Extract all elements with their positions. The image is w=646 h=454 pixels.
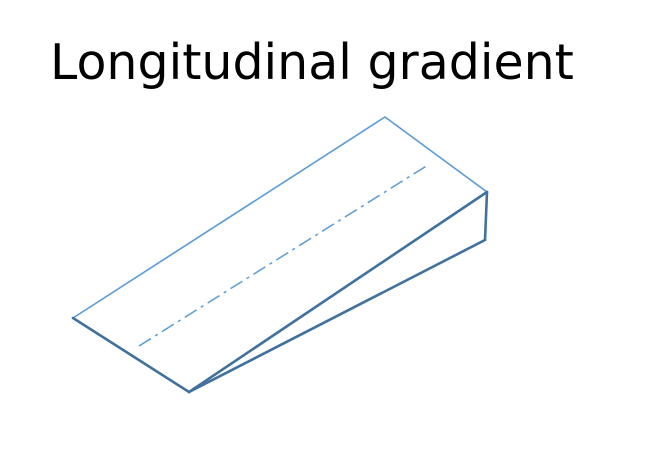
left-lower-edge [71,316,191,394]
vertical-end-edge [483,190,489,242]
inclined-face-lower-edge [187,190,489,394]
top-face-outline [72,116,488,393]
base-edge [187,238,487,394]
centerline [138,164,429,347]
slide-title: Longitudinal gradient [50,34,574,91]
